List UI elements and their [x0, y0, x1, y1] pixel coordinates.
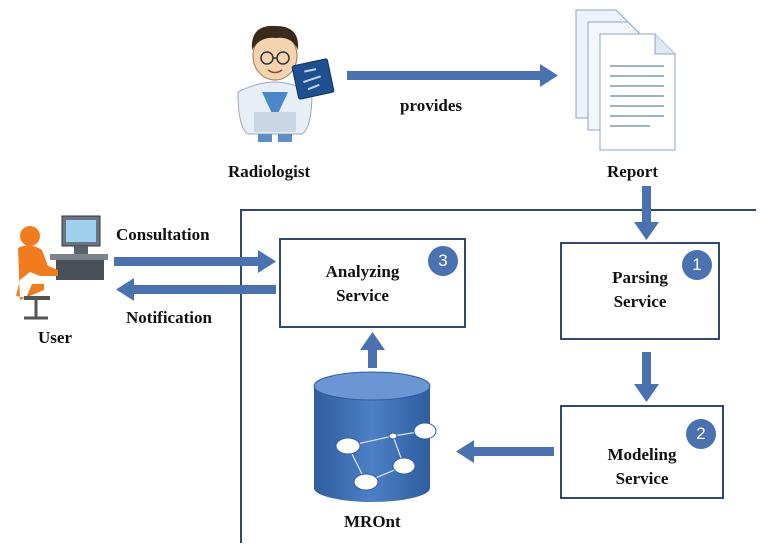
provides-label: provides [400, 96, 463, 115]
modeling-service-name: Modeling [607, 445, 677, 464]
consultation-label: Consultation [116, 225, 210, 244]
notification-arrow [116, 278, 276, 301]
user-label: User [38, 328, 72, 347]
modeling-service-box: Modeling Service 2 [560, 405, 724, 499]
arrows [114, 64, 659, 463]
parsing-service-name: Parsing [612, 268, 668, 287]
report-icon [575, 9, 676, 151]
step-1-badge: 1 [682, 250, 712, 280]
parsing-service-type: Service [613, 292, 667, 311]
parsing-service-box: Parsing Service 1 [560, 242, 720, 340]
mront-label: MROnt [344, 512, 401, 531]
system-boundary [240, 209, 756, 543]
radiologist-label: Radiologist [228, 162, 311, 181]
mront-to-analyzing-arrow [360, 332, 385, 368]
report-label: Report [607, 162, 658, 181]
analyzing-service-type: Service [336, 286, 389, 305]
mront-database-icon [313, 371, 437, 502]
step-2-badge: 2 [686, 419, 716, 449]
user-icon [16, 215, 108, 320]
step-3-badge: 3 [428, 246, 458, 276]
report-to-parsing-arrow [634, 186, 659, 240]
radiologist-icon [237, 25, 335, 142]
analyzing-service-name: Analyzing [325, 262, 400, 281]
modeling-service-type: Service [615, 469, 669, 488]
analyzing-service-box: Analyzing Service 3 [279, 238, 466, 328]
parsing-to-modeling-arrow [634, 352, 659, 402]
modeling-to-mront-arrow [456, 440, 554, 463]
notification-label: Notification [126, 308, 212, 327]
consultation-arrow [114, 250, 276, 273]
provides-arrow [347, 64, 558, 87]
